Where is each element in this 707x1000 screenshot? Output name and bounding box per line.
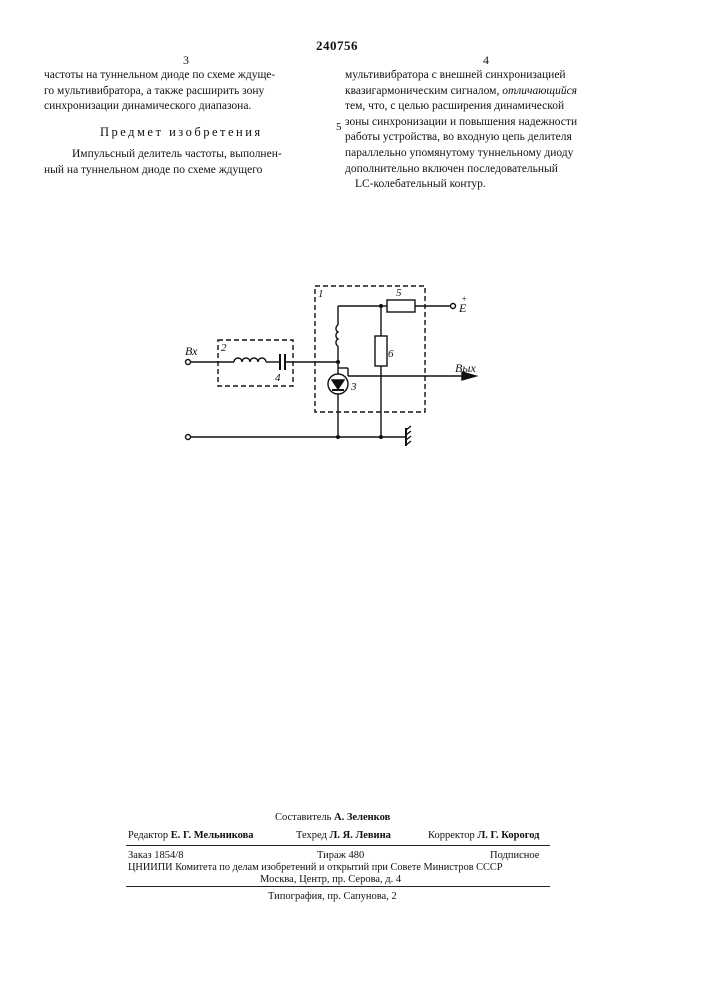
supply-sign: +	[461, 294, 467, 304]
resistor-5	[387, 300, 415, 312]
label-4: 4	[275, 372, 281, 384]
corrector-name: Л. Г. Корогод	[477, 830, 539, 841]
label-5: 5	[396, 287, 402, 299]
subscription: Подписное	[490, 850, 539, 861]
junction-dot	[379, 435, 383, 439]
label-2: 2	[221, 342, 227, 354]
junction-dot	[336, 360, 340, 364]
composer-line: Составитель А. Зеленков	[275, 812, 390, 823]
print-run: Тираж 480	[317, 850, 364, 861]
order-number: Заказ 1854/8	[128, 850, 183, 861]
inductor-shunt	[336, 325, 338, 346]
techred-line: Техред Л. Я. Левина	[296, 830, 391, 841]
printing-house: Типография, пр. Сапунова, 2	[268, 891, 397, 902]
footer-divider	[126, 886, 550, 887]
techred-name: Л. Я. Левина	[330, 830, 391, 841]
corrector-label: Корректор	[428, 830, 475, 841]
output-label: Вых	[455, 361, 476, 375]
input-label: Вх	[185, 344, 198, 358]
editor-label: Редактор	[128, 830, 168, 841]
editor-name: Е. Г. Мельникова	[171, 830, 254, 841]
dashed-block-1	[315, 286, 425, 412]
editor-line: Редактор Е. Г. Мельникова	[128, 830, 254, 841]
inductor-series	[234, 358, 266, 362]
junction-dot	[379, 304, 383, 308]
junction-dot	[336, 435, 340, 439]
resistor-6	[375, 336, 387, 366]
label-3: 3	[350, 381, 357, 393]
footer-divider	[126, 845, 550, 846]
address: Москва, Центр, пр. Серова, д. 4	[260, 874, 401, 885]
corrector-line: Корректор Л. Г. Корогод	[428, 830, 539, 841]
composer-label: Составитель	[275, 812, 331, 823]
techred-label: Техред	[296, 830, 327, 841]
label-6: 6	[388, 348, 394, 360]
supply-terminal	[451, 304, 456, 309]
input-terminal	[186, 360, 191, 365]
ground-terminal	[186, 435, 191, 440]
label-1: 1	[318, 288, 324, 300]
dashed-block-2	[218, 340, 293, 386]
institute: ЦНИИПИ Комитета по делам изобретений и о…	[128, 862, 503, 873]
composer-name: А. Зеленков	[334, 812, 390, 823]
